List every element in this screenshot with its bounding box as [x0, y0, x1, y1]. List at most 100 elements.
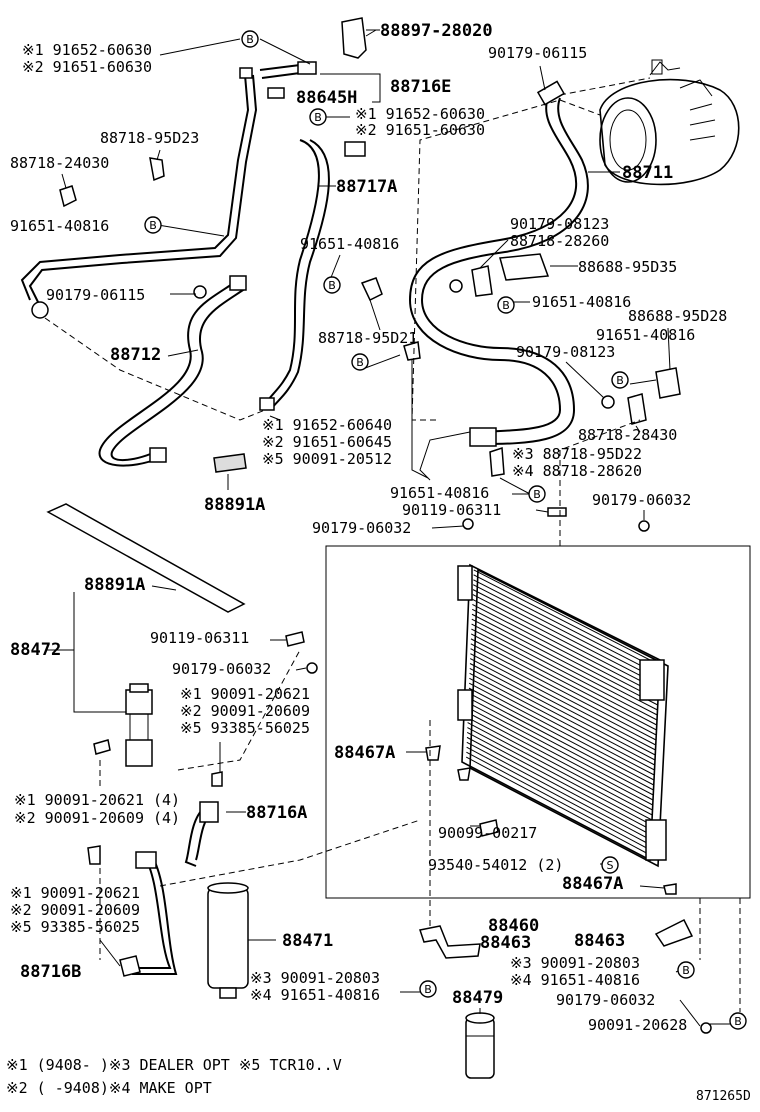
part-label: 871265D	[696, 1089, 751, 1104]
part-label: 88718-24030	[10, 154, 109, 172]
part-label: 88471	[282, 931, 333, 951]
nut	[700, 1022, 712, 1034]
part-label: 88460	[488, 916, 539, 936]
bolt	[547, 507, 567, 517]
part-label: 88711	[622, 163, 673, 183]
pipes-left	[20, 61, 366, 467]
part-label: ※5 93385-56025	[180, 719, 310, 737]
callout-mark: B	[351, 353, 369, 371]
part-label: 88716B	[20, 962, 81, 982]
part-label: ※1 91652-60630	[22, 41, 152, 59]
fitting	[239, 67, 253, 79]
part-label: ※3 90091-20803	[510, 954, 640, 972]
cushion-88467a	[663, 883, 677, 895]
can-88479	[465, 1012, 495, 1079]
part-label: ※2 91651-60645	[262, 433, 392, 451]
callout-letter: B	[246, 33, 254, 46]
callout-mark: B	[497, 296, 515, 314]
part-label: 90179-06115	[46, 286, 145, 304]
callout-letter: B	[682, 964, 690, 977]
callout-letter: B	[734, 1015, 742, 1028]
callout-mark: B	[419, 980, 437, 998]
part-label: 88479	[452, 988, 503, 1008]
part-label: 90179-06032	[172, 660, 271, 678]
cushion-88467a	[425, 745, 441, 761]
hose-88711	[408, 80, 589, 481]
fitting	[267, 87, 285, 99]
part-label: 91651-40816	[596, 326, 695, 344]
callout-letter: S	[607, 859, 614, 872]
part-label: 90091-20628	[588, 1016, 687, 1034]
nut	[462, 518, 474, 530]
part-label: 90119-06311	[150, 629, 249, 647]
part-label: 90179-06032	[592, 491, 691, 509]
part-label: 90179-06115	[488, 44, 587, 62]
part-label: 90179-08123	[510, 215, 609, 233]
leader-lines	[61, 29, 741, 1027]
bracket-88688-95d28	[655, 367, 681, 399]
part-label: 93540-54012 (2)	[428, 856, 563, 874]
condenser-box	[325, 545, 751, 899]
part-label: 91651-40816	[532, 293, 631, 311]
part-label: 90179-06032	[556, 991, 655, 1009]
pipes-lower	[87, 801, 421, 977]
callout-letter: B	[328, 279, 336, 292]
callout-letter: B	[424, 983, 432, 996]
pad-88891a	[213, 453, 247, 473]
part-label: 90099-00217	[438, 824, 537, 842]
clip-88718-24030	[59, 185, 77, 208]
part-label: 88463	[480, 933, 531, 953]
callout-letter: B	[616, 374, 624, 387]
label-layer: ※1 91652-60630※2 91651-6063088897-280209…	[6, 21, 751, 1104]
part-label: 91651-40816	[10, 217, 109, 235]
part-label: 88688-95D28	[628, 307, 727, 325]
part-label: ※2 91651-60630	[355, 121, 485, 139]
callout-mark: B	[677, 961, 695, 979]
dryer-88471	[207, 882, 276, 999]
part-label: ※1 90091-20621	[10, 884, 140, 902]
part-label: 90179-06032	[312, 519, 411, 537]
clip-88718-28260	[471, 265, 493, 297]
clip-88718-95d21	[360, 277, 383, 302]
bolt	[285, 631, 305, 647]
part-label: 88718-95D23	[100, 129, 199, 147]
nut	[306, 662, 318, 674]
part-label: 88712	[110, 345, 161, 365]
callout-mark: B	[323, 276, 341, 294]
part-label: 88467A	[562, 874, 623, 894]
part-label: ※5 93385-56025	[10, 918, 140, 936]
fitting	[457, 767, 471, 781]
part-label: 88718-28430	[578, 426, 677, 444]
part-label: 88467A	[334, 743, 395, 763]
part-label: ※1 90091-20621	[180, 685, 310, 703]
part-label: 91651-40816	[390, 484, 489, 502]
part-label: ※4 88718-28620	[512, 462, 642, 480]
callout-letter: B	[502, 299, 510, 312]
callout-letter: B	[149, 219, 157, 232]
part-label: ※5 90091-20512	[262, 450, 392, 468]
part-label: 88717A	[336, 177, 397, 197]
part-label: ※2 90091-20609 (4)	[14, 809, 180, 827]
part-label: 91651-40816	[300, 235, 399, 253]
part-label: 88463	[574, 931, 625, 951]
part-label: 90119-06311	[402, 501, 501, 519]
part-label: 88472	[10, 640, 61, 660]
bolt	[479, 819, 499, 837]
compressor-drawing	[559, 59, 740, 186]
nut	[193, 285, 207, 299]
part-label: 88718-95D21	[318, 329, 417, 347]
receiver-88472	[46, 592, 301, 790]
part-label: ※1 (9408- )※3 DEALER OPT ※5 TCR10..V	[6, 1056, 342, 1074]
part-label: ※2 ( -9408)※4 MAKE OPT	[6, 1079, 212, 1097]
nut	[638, 520, 650, 532]
condenser-core	[457, 563, 669, 868]
callout-mark: B	[241, 30, 259, 48]
callout-mark: B	[309, 108, 327, 126]
clip-88718-95d22	[489, 446, 505, 477]
part-label: 88718-28260	[510, 232, 609, 250]
callout-mark: B	[729, 1012, 747, 1030]
nut	[601, 395, 615, 409]
